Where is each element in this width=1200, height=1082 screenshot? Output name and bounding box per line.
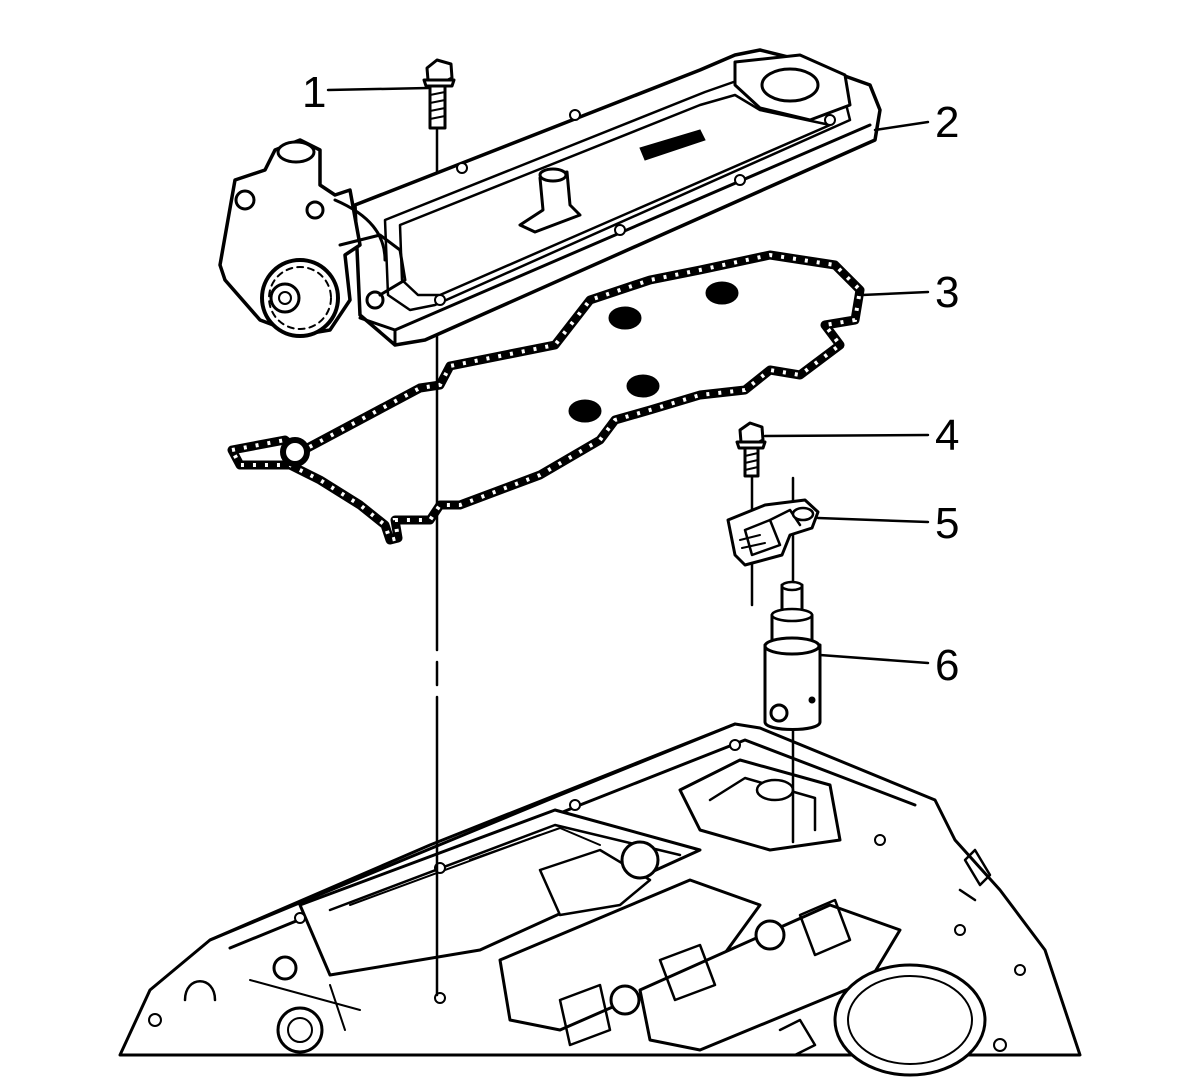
callout-2: 2 — [935, 98, 959, 147]
callout-4: 4 — [935, 411, 959, 460]
bolt-4 — [735, 421, 767, 478]
callout-6: 6 — [935, 641, 959, 690]
callout-5: 5 — [935, 499, 959, 548]
callout-3: 3 — [935, 268, 959, 317]
tensioner — [763, 580, 822, 731]
callout-1: 1 — [302, 68, 326, 117]
bolt-1 — [422, 58, 456, 130]
gasket — [227, 250, 865, 545]
bracket — [726, 498, 820, 567]
block-bolt-holes — [148, 739, 1026, 1052]
leader-lines — [326, 86, 930, 665]
pump-sprocket — [260, 258, 340, 338]
oil-pump-cover — [218, 48, 882, 347]
engine-block — [118, 722, 1082, 1077]
callout-labels: 1 2 3 4 5 6 — [302, 68, 959, 690]
